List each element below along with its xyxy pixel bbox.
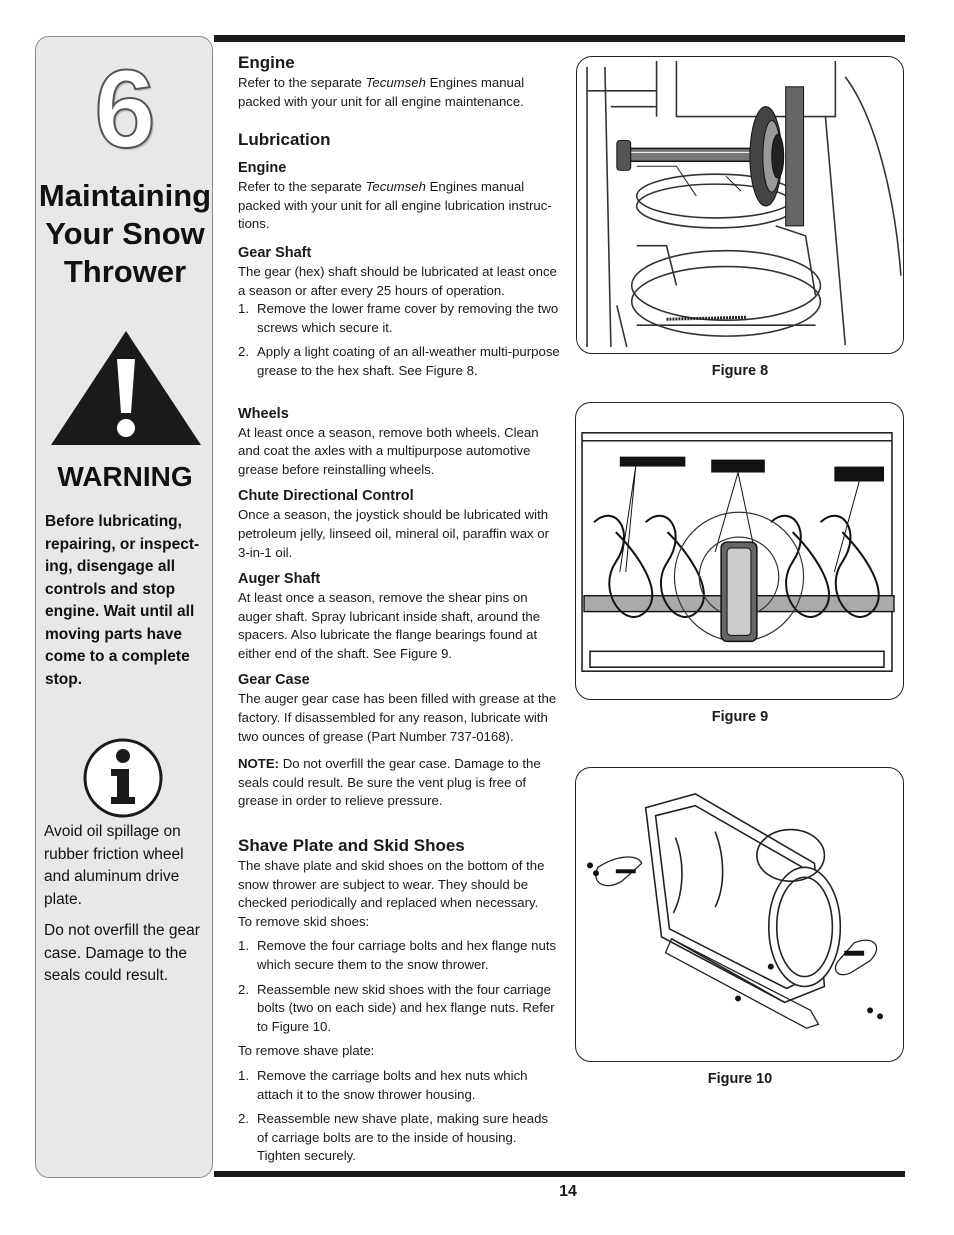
gear-shaft-heading: Gear Shaft bbox=[238, 244, 312, 261]
figure-8-caption: Figure 8 bbox=[711, 363, 769, 379]
engine-heading: Engine bbox=[238, 53, 295, 72]
gear-case-heading: Gear Case bbox=[238, 672, 310, 689]
gear-case-text: The auger gear case has been filled with… bbox=[238, 691, 557, 744]
page-number: 14 bbox=[559, 1183, 577, 1200]
wheels-heading: Wheels bbox=[238, 405, 289, 422]
chapter-number: 6 bbox=[93, 48, 156, 171]
auger-shaft-heading: Auger Shaft bbox=[238, 571, 321, 588]
top-rule bbox=[214, 35, 905, 42]
info-text: Avoid oil spillage on rubber friction wh… bbox=[44, 821, 210, 997]
gear-shaft-text: The gear (hex) shaft should be lubricate… bbox=[238, 263, 557, 298]
engine-text: Refer to the separate Tecumseh Engines m… bbox=[238, 75, 525, 109]
list-item: 2.Reassemble new skid shoes with the fou… bbox=[238, 981, 555, 1034]
warning-triangle-icon bbox=[51, 331, 201, 445]
skid-shoes-drawing bbox=[587, 792, 884, 1029]
skid-steps: 1.Remove the four carriage bolts and hex… bbox=[238, 937, 560, 1036]
skid-intro: To remove skid shoes: bbox=[238, 913, 370, 929]
list-item: 1.Remove the four carriage bolts and hex… bbox=[238, 938, 557, 972]
main-column: Engine Refer to the separate Tecumseh En… bbox=[238, 52, 560, 1166]
lubrication-heading: Lubrication bbox=[238, 130, 331, 150]
list-item: 2.Reassemble new shave plate, making sur… bbox=[238, 1111, 549, 1164]
note-text: NOTE: Do not overfill the gear case. Dam… bbox=[238, 756, 541, 809]
sidebar: 6 Maintaining Your Snow Thrower WARNING … bbox=[35, 36, 213, 1178]
list-item: 1.Remove the carriage bolts and hex nuts… bbox=[238, 1067, 528, 1102]
figure-8-illustration bbox=[576, 56, 904, 354]
chute-heading: Chute Directional Control bbox=[238, 488, 414, 505]
plate-steps: 1.Remove the carriage bolts and hex nuts… bbox=[238, 1067, 560, 1166]
list-item: 2.Apply a light coating of an all-weathe… bbox=[238, 344, 560, 378]
gear-shaft-drawing bbox=[586, 60, 902, 348]
lub-engine-text: Refer to the separate Tecumseh Engines m… bbox=[238, 179, 552, 232]
chapter-title: Maintaining Your Snow Thrower bbox=[38, 178, 212, 289]
figure-10-illustration bbox=[575, 767, 904, 1062]
info-icon bbox=[83, 738, 163, 818]
shave-plate-heading: Shave Plate and Skid Shoes bbox=[238, 836, 465, 856]
warning-label: WARNING bbox=[57, 461, 193, 492]
auger-shaft-text: At least once a season, remove the shear… bbox=[238, 590, 541, 661]
info-text-oil: Avoid oil spillage on rubber friction wh… bbox=[44, 823, 184, 908]
figure-10-caption: Figure 10 bbox=[707, 1071, 773, 1087]
info-text-gear-case: Do not overfill the gear case. Damage to… bbox=[44, 922, 200, 984]
gear-shaft-steps: 1.Remove the lower frame cover by removi… bbox=[238, 300, 560, 380]
wheels-text: At least once a season, remove both whee… bbox=[238, 424, 539, 477]
lub-engine-heading: Engine bbox=[238, 160, 287, 177]
plate-intro: To remove shave plate: bbox=[238, 1043, 375, 1059]
shave-plate-text: The shave plate and skid shoes on the bo… bbox=[238, 858, 545, 911]
bottom-rule bbox=[214, 1171, 905, 1177]
warning-text: Before lubricating, repairing, or inspec… bbox=[45, 513, 200, 688]
auger-shaft-drawing bbox=[581, 432, 895, 672]
figure-9-caption: Figure 9 bbox=[711, 709, 769, 725]
chute-text: Once a season, the joystick should be lu… bbox=[238, 507, 550, 560]
figure-9-illustration bbox=[575, 402, 904, 700]
list-item: 1.Remove the lower frame cover by removi… bbox=[238, 301, 559, 335]
